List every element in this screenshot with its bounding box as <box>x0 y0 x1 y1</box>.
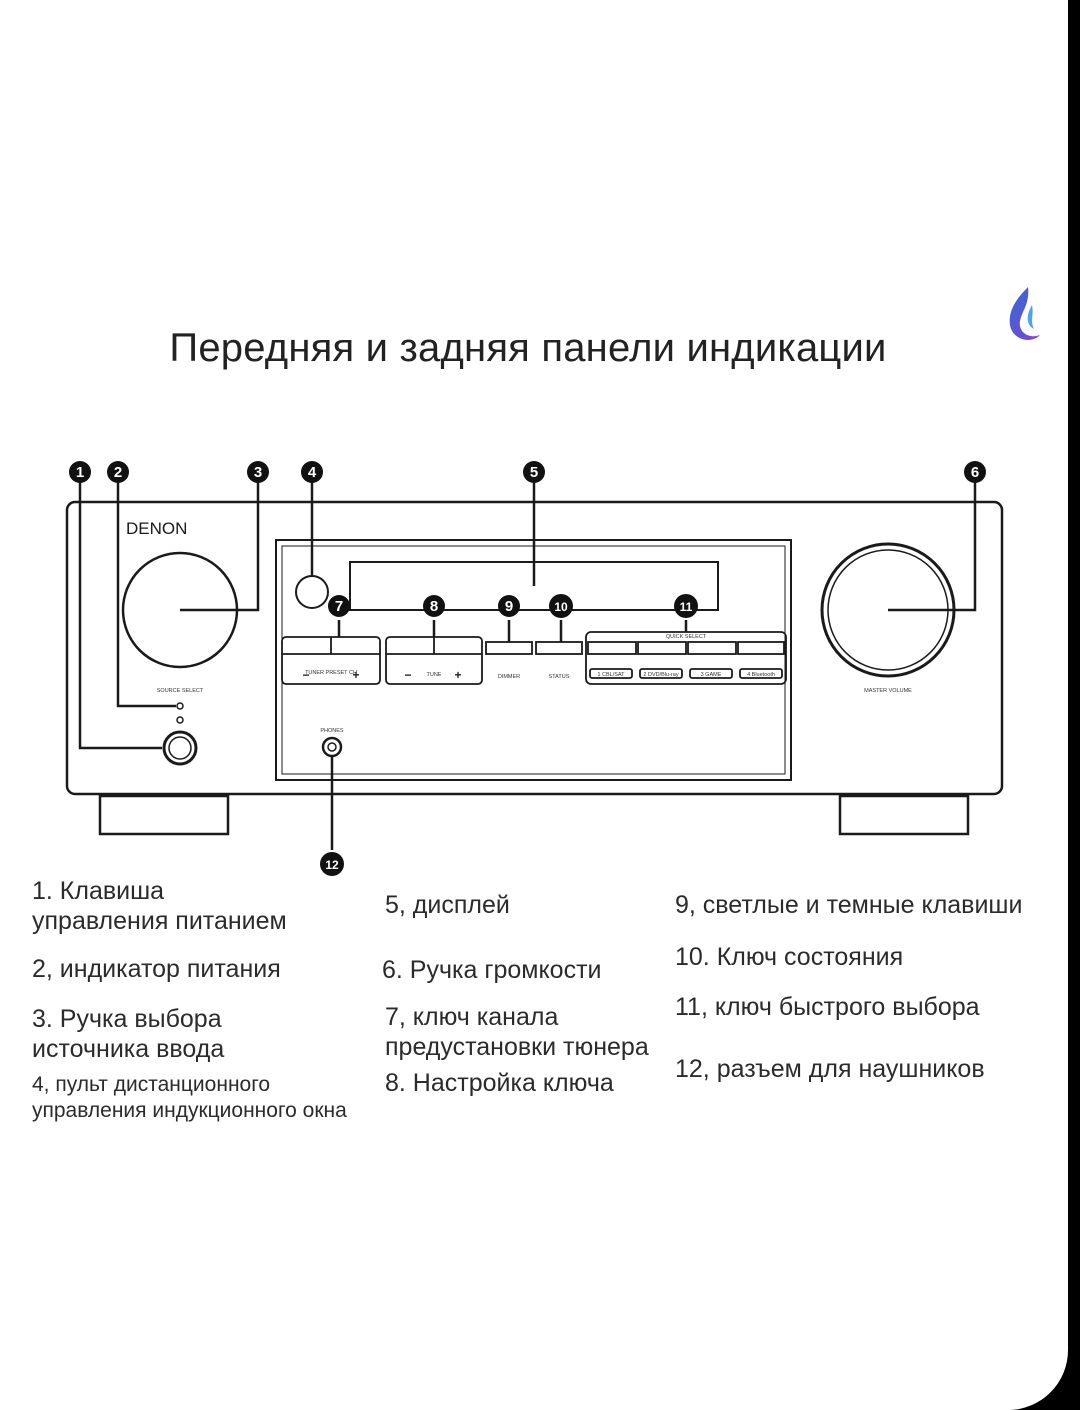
svg-text:9: 9 <box>505 598 513 615</box>
source-select-label: SOURCE SELECT <box>157 688 204 694</box>
quick-select-2-button[interactable] <box>637 641 687 655</box>
brand-logo: DENON <box>126 519 187 538</box>
power-button[interactable] <box>162 730 198 766</box>
left-foot <box>98 794 230 836</box>
legend-item-9: 9, светлые и темные клавиши <box>675 891 1023 919</box>
svg-text:2: 2 <box>114 464 122 481</box>
quick-select-1-button[interactable] <box>587 641 637 655</box>
callout-badge-3: 3 <box>247 461 269 483</box>
status-button[interactable] <box>535 641 583 655</box>
legend-item-2: 2, индикатор питания <box>32 955 281 983</box>
svg-text:5: 5 <box>530 464 538 481</box>
svg-text:3: 3 <box>254 464 262 481</box>
phones-jack[interactable] <box>321 736 343 758</box>
svg-text:6: 6 <box>971 464 979 481</box>
remote-sensor-window <box>295 575 329 609</box>
callout-badge-12: 12 <box>320 852 344 876</box>
water-drop-logo-icon <box>1009 287 1040 340</box>
callout-badge-7: 7 <box>328 595 350 617</box>
quick-select-3-button[interactable] <box>687 641 737 655</box>
callout-badge-2: 2 <box>107 461 129 483</box>
callout-badge-9: 9 <box>498 595 520 617</box>
page-title: Передняя и задняя панели индикации <box>169 326 887 370</box>
receiver-diagram: DENON SOURCE SELECT MASTER VOLUME PHONES… <box>65 461 1004 876</box>
tuner-minus-label: − <box>302 668 309 682</box>
svg-text:7: 7 <box>335 598 343 615</box>
svg-text:4: 4 <box>308 464 317 481</box>
svg-text:10: 10 <box>554 600 568 614</box>
tune-minus-label: − <box>404 668 411 682</box>
tuner-plus-label: + <box>352 668 359 682</box>
quick-3-label: 3 GAME <box>701 672 722 678</box>
callout-badge-5: 5 <box>523 461 545 483</box>
right-foot <box>838 794 970 836</box>
quick-select-4-button[interactable] <box>737 641 785 655</box>
legend-item-5: 5, дисплей <box>385 891 510 919</box>
quick-4-label: 4 Bluetooth <box>747 672 775 678</box>
tuner-preset-label: TUNER PRESET CH <box>305 670 357 676</box>
quick-select-label: QUICK SELECT <box>666 634 707 640</box>
callout-badge-8: 8 <box>423 595 445 617</box>
svg-text:8: 8 <box>430 598 438 615</box>
callout-badge-10: 10 <box>549 594 573 618</box>
legend-item-6: 6. Ручка громкости <box>382 956 602 984</box>
quick-2-label: 2 DVD/Blu-ray <box>643 672 678 678</box>
callout-badge-6: 6 <box>964 461 986 483</box>
status-label: STATUS <box>549 674 570 680</box>
legend-item-11: 11, ключ быстрого выбора <box>675 993 980 1021</box>
tune-label: TUNE <box>427 672 442 678</box>
svg-text:1: 1 <box>76 464 84 481</box>
legend-item-12: 12, разъем для наушников <box>675 1055 985 1083</box>
phones-label: PHONES <box>320 728 344 734</box>
tune-plus-label: + <box>454 668 461 682</box>
power-indicator <box>176 702 184 710</box>
callout-badge-11: 11 <box>674 594 698 618</box>
svg-text:11: 11 <box>680 600 693 614</box>
master-volume-label: MASTER VOLUME <box>864 688 912 694</box>
callout-badge-1: 1 <box>69 461 91 483</box>
svg-text:12: 12 <box>325 858 339 872</box>
callout-badge-4: 4 <box>301 461 323 483</box>
quick-1-label: 1 CBL/SAT <box>597 672 625 678</box>
dimmer-label: DIMMER <box>498 674 520 680</box>
legend-item-10: 10. Ключ состояния <box>675 943 904 971</box>
legend-item-8: 8. Настройка ключа <box>385 1069 614 1097</box>
dimmer-button[interactable] <box>485 641 533 655</box>
